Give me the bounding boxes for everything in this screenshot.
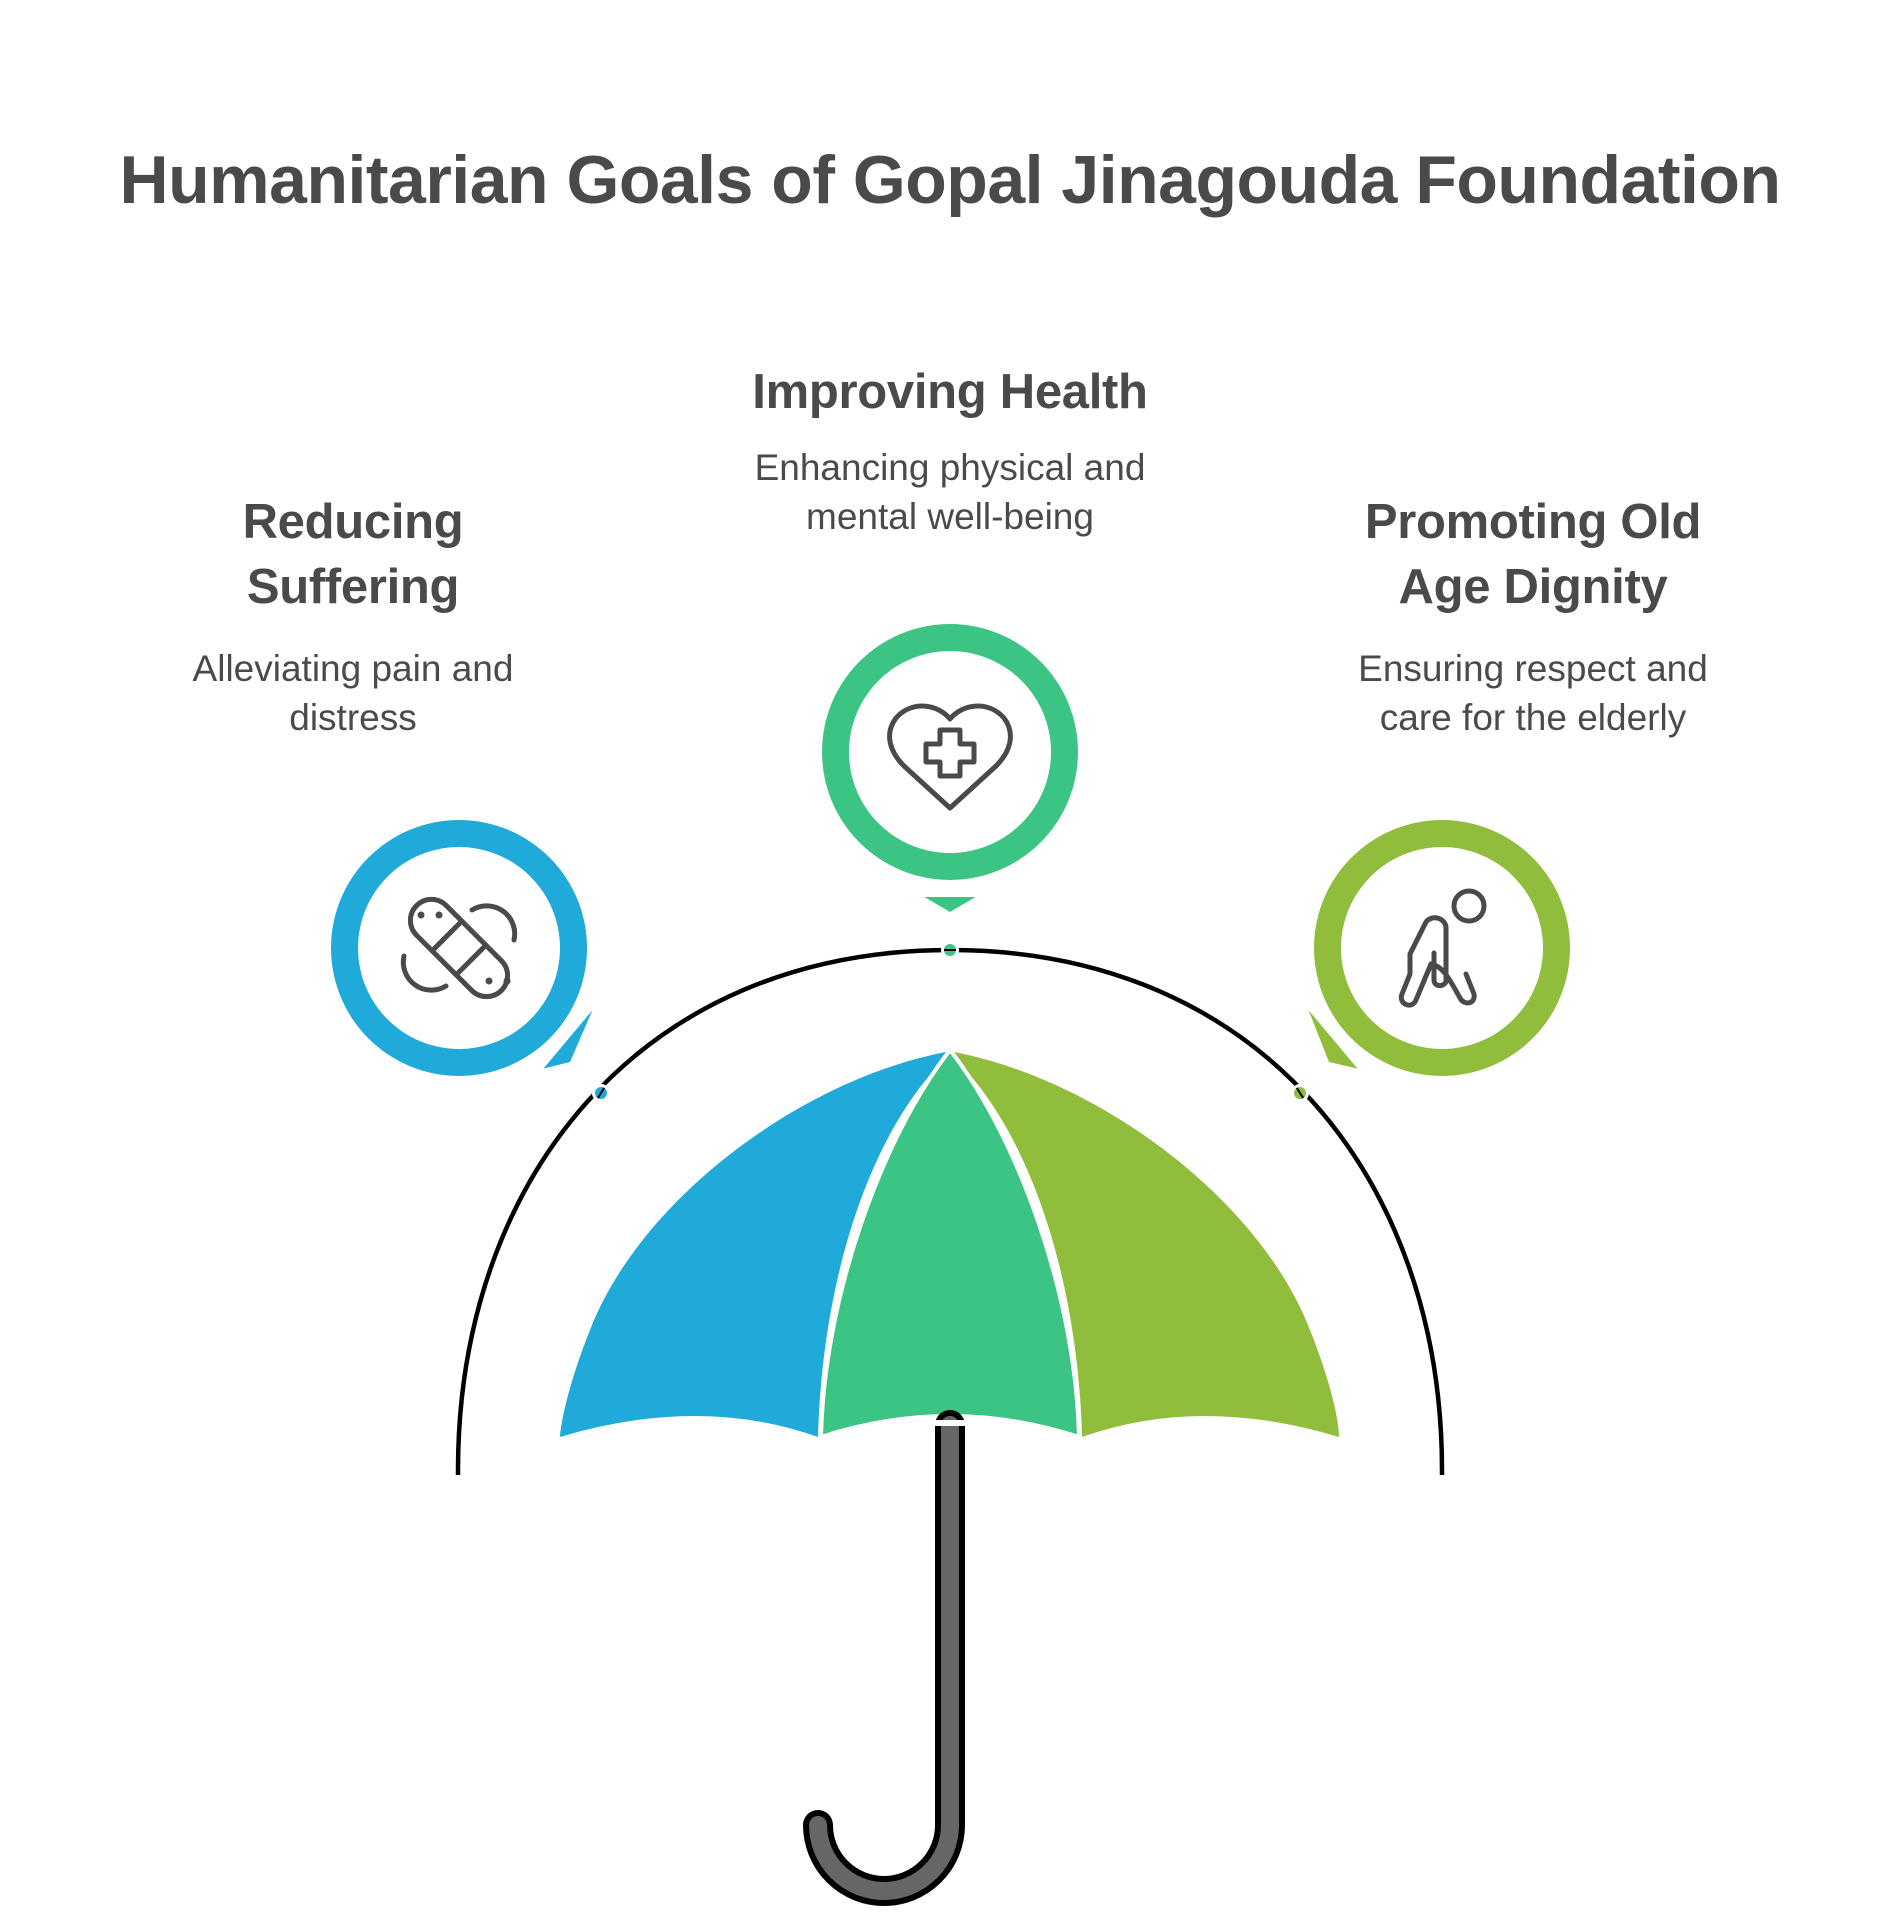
- goal-heading: Reducing Suffering: [93, 490, 613, 620]
- goal-description: Enhancing physical and mental well-being: [690, 443, 1210, 541]
- elderly-person-icon: [1398, 888, 1487, 1008]
- goal-description-line: Enhancing physical and: [754, 447, 1146, 488]
- goal-description-line: Alleviating pain and: [192, 648, 514, 689]
- goal-description-line: care for the elderly: [1379, 697, 1687, 738]
- canopy-panel-blue: [560, 1052, 948, 1437]
- goal-heading-line: Promoting Old: [1364, 495, 1702, 549]
- bubble-inner: [1341, 847, 1543, 1049]
- goal-description-line: distress: [289, 697, 417, 738]
- goal-description-line: mental well-being: [806, 496, 1094, 537]
- bubble-reducing-suffering: [331, 820, 593, 1076]
- page-title: Humanitarian Goals of Gopal Jinagouda Fo…: [119, 142, 1781, 218]
- bubble-tail: [1308, 1010, 1358, 1069]
- bubble-tail: [543, 1010, 593, 1069]
- bubble-inner: [849, 651, 1051, 853]
- goal-heading: Promoting Old Age Dignity: [1273, 490, 1793, 620]
- goal-description: Alleviating pain and distress: [93, 644, 613, 742]
- goal-description-line: Ensuring respect and: [1358, 648, 1708, 689]
- bubble-old-age-dignity: [1308, 820, 1570, 1076]
- goal-improving-health: Improving Health Enhancing physical and …: [690, 360, 1210, 541]
- arc-connector-line: [1295, 1087, 1305, 1099]
- bubble-inner: [358, 847, 560, 1049]
- bubble-improving-health: [822, 624, 1078, 912]
- goal-heading-line: Improving Health: [752, 365, 1148, 419]
- goal-description: Ensuring respect and care for the elderl…: [1273, 644, 1793, 742]
- bandage-icon: [400, 896, 518, 1000]
- goal-heading: Improving Health: [690, 360, 1210, 425]
- goal-old-age-dignity: Promoting Old Age Dignity Ensuring respe…: [1273, 490, 1793, 742]
- goal-reducing-suffering: Reducing Suffering Alleviating pain and …: [93, 490, 613, 742]
- umbrella-handle: [803, 1410, 965, 1906]
- bubble-tail: [924, 896, 976, 912]
- canopy-panel-olive: [952, 1052, 1339, 1437]
- goal-heading-line: Reducing: [242, 495, 464, 549]
- goal-heading-line: Age Dignity: [1398, 560, 1668, 614]
- goal-heading-line: Suffering: [246, 560, 460, 614]
- heart-medical-cross-icon: [887, 703, 1013, 811]
- arc-connector-line: [596, 1087, 606, 1099]
